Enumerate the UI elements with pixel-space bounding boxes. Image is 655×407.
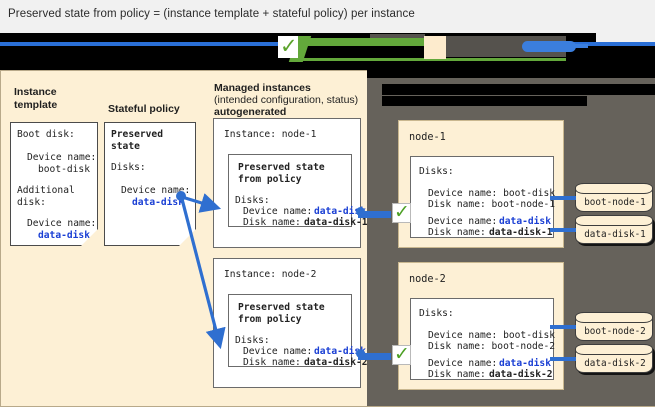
- connector-boot-node-1: [550, 196, 576, 200]
- connector-boot-node-2: [550, 325, 576, 329]
- redaction-bar-top: [367, 70, 655, 78]
- node-data-disk-value-2: data-disk-2: [489, 369, 553, 380]
- column-heading-managed-instances: Managed instances: [214, 82, 311, 94]
- node-data-disk-label-2: Disk name:: [428, 369, 486, 380]
- connector-data-disk-1: [550, 228, 576, 232]
- banner-cream-block: [424, 36, 446, 59]
- redaction-bar-heading-1: [382, 84, 655, 95]
- match-check-icon-node-1: ✓: [392, 201, 411, 223]
- node-card-node-1: node-1 Disks: Device name: boot-disk Dis…: [398, 120, 564, 248]
- managed-instance-box-node-1: Instance: node-1 Preserved state from po…: [213, 118, 368, 248]
- ps-device-name-value-2: data-disk: [314, 346, 366, 357]
- stateful-policy-note: Preserved state Disks: Device name: data…: [104, 122, 196, 246]
- check-glyph: ✓: [394, 343, 410, 365]
- cylinder-top-ellipse: [575, 312, 653, 323]
- ps-device-name-value-1: data-disk: [314, 206, 366, 217]
- title-strip: Preserved state from policy = (instance …: [0, 0, 655, 33]
- check-glyph: ✓: [394, 201, 410, 223]
- column-heading-autogenerated: autogenerated: [214, 106, 287, 118]
- it-data-device-name-label: Device name:: [27, 218, 97, 229]
- ps-title-line1-1: Preserved state: [238, 162, 325, 173]
- ps-device-name-label-2: Device name:: [243, 346, 313, 357]
- banner-blue-blob: [522, 41, 576, 52]
- node-boot-device-name-1: Device name: boot-disk: [428, 188, 556, 199]
- ps-disk-name-value-2: data-disk-2: [304, 357, 368, 368]
- banner-green-bar: [303, 38, 425, 46]
- node-card-node-2: node-2 Disks: Device name: boot-disk Dis…: [398, 262, 564, 390]
- ps-title-line2-1: from policy: [238, 174, 302, 185]
- sp-device-name-value: data-disk: [132, 197, 184, 208]
- banner-green-underline: [296, 58, 566, 61]
- ps-device-name-label-1: Device name:: [243, 206, 313, 217]
- redaction-bar-heading-2: [382, 96, 587, 106]
- redacted-banner-band: ✓: [0, 33, 655, 70]
- note-fold-cut: [179, 229, 196, 246]
- instance-template-note: Boot disk: Device name: boot-disk Additi…: [10, 122, 98, 246]
- node-disks-label-1: Disks:: [419, 166, 454, 177]
- disk-cylinder-label: data-disk-2: [584, 358, 646, 369]
- disk-cylinder-label: boot-node-2: [584, 326, 646, 337]
- it-additional-label: Additional: [17, 185, 75, 196]
- ps-disk-name-label-1: Disk name:: [243, 217, 301, 228]
- node-data-device-value-1: data-disk: [499, 216, 551, 227]
- banner-gray-bar-top: [370, 34, 425, 38]
- it-boot-device-name-value: boot-disk: [38, 164, 90, 175]
- it-data-device-name-value: data-disk: [38, 230, 90, 241]
- disk-cylinder-data-disk-1: data-disk-1: [575, 215, 653, 244]
- sp-device-name-label: Device name:: [121, 185, 191, 196]
- page-title: Preserved state from policy = (instance …: [8, 8, 415, 20]
- preserved-state-box-node-1: Preserved state from policy Disks: Devic…: [228, 154, 368, 228]
- preserved-state-box-node-2: Preserved state from policy Disks: Devic…: [228, 294, 368, 368]
- banner-check-backdrop: [278, 36, 298, 58]
- connector-mi-to-node-1: [358, 211, 391, 218]
- node-data-device-label-2: Device name:: [428, 358, 498, 369]
- disk-cylinder-boot-node-2: boot-node-2: [575, 312, 653, 341]
- node-boot-disk-name-2: Disk name: boot-node-2: [428, 341, 556, 352]
- sp-disks-label: Disks:: [111, 162, 146, 173]
- column-subheading-managed-instances: (intended configuration, status): [214, 94, 359, 106]
- banner-white-notch: [596, 33, 655, 42]
- ps-disk-name-label-2: Disk name:: [243, 357, 301, 368]
- banner-blue-tail: [560, 44, 588, 48]
- it-disk-label: disk:: [17, 197, 46, 208]
- mi-instance-label-2: Instance: node-2: [224, 269, 317, 280]
- node-disks-label-2: Disks:: [419, 308, 454, 319]
- node-boot-disk-name-1: Disk name: boot-node-1: [428, 199, 556, 210]
- ps-title-line1-2: Preserved state: [238, 302, 325, 313]
- ps-title-line2-2: from policy: [238, 314, 302, 325]
- node-data-disk-value-1: data-disk-1: [489, 227, 553, 238]
- connector-dot-mi-2: [356, 349, 365, 358]
- check-icon: ✓: [280, 34, 298, 58]
- match-check-icon-node-2: ✓: [392, 343, 411, 365]
- column-heading-instance-template: Instance template: [14, 86, 58, 111]
- it-boot-disk-label: Boot disk:: [17, 129, 75, 140]
- node-disks-box-2: Disks: Device name: boot-disk Disk name:…: [410, 298, 556, 380]
- column-heading-stateful-policy: Stateful policy: [108, 103, 180, 115]
- disk-cylinder-label: boot-node-1: [584, 197, 646, 208]
- disk-cylinder-boot-node-1: boot-node-1: [575, 183, 653, 212]
- cylinder-top-ellipse: [575, 215, 653, 226]
- managed-instance-box-node-2: Instance: node-2 Preserved state from po…: [213, 258, 368, 388]
- connector-mi-to-node-2: [358, 353, 391, 360]
- ps-disk-name-value-1: data-disk-1: [304, 217, 368, 228]
- ps-disks-label-1: Disks:: [235, 195, 270, 206]
- node-data-device-value-2: data-disk: [499, 358, 551, 369]
- node-data-disk-label-1: Disk name:: [428, 227, 486, 238]
- disk-cylinder-data-disk-2: data-disk-2: [575, 344, 653, 373]
- connector-dot-mi-1: [356, 207, 365, 216]
- node-name-2: node-2: [409, 274, 446, 285]
- mi-instance-label-1: Instance: node-1: [224, 129, 317, 140]
- node-data-device-label-1: Device name:: [428, 216, 498, 227]
- sp-preserved-label: Preserved: [111, 129, 163, 140]
- connector-data-disk-2: [550, 357, 576, 361]
- node-disks-box-1: Disks: Device name: boot-disk Disk name:…: [410, 156, 556, 238]
- node-boot-device-name-2: Device name: boot-disk: [428, 330, 556, 341]
- sp-state-label: state: [111, 141, 140, 152]
- ps-disks-label-2: Disks:: [235, 335, 270, 346]
- node-name-1: node-1: [409, 132, 446, 143]
- cylinder-top-ellipse: [575, 183, 653, 194]
- disk-cylinder-label: data-disk-1: [584, 229, 646, 240]
- cylinder-top-ellipse: [575, 344, 653, 355]
- it-boot-device-name-label: Device name:: [27, 152, 97, 163]
